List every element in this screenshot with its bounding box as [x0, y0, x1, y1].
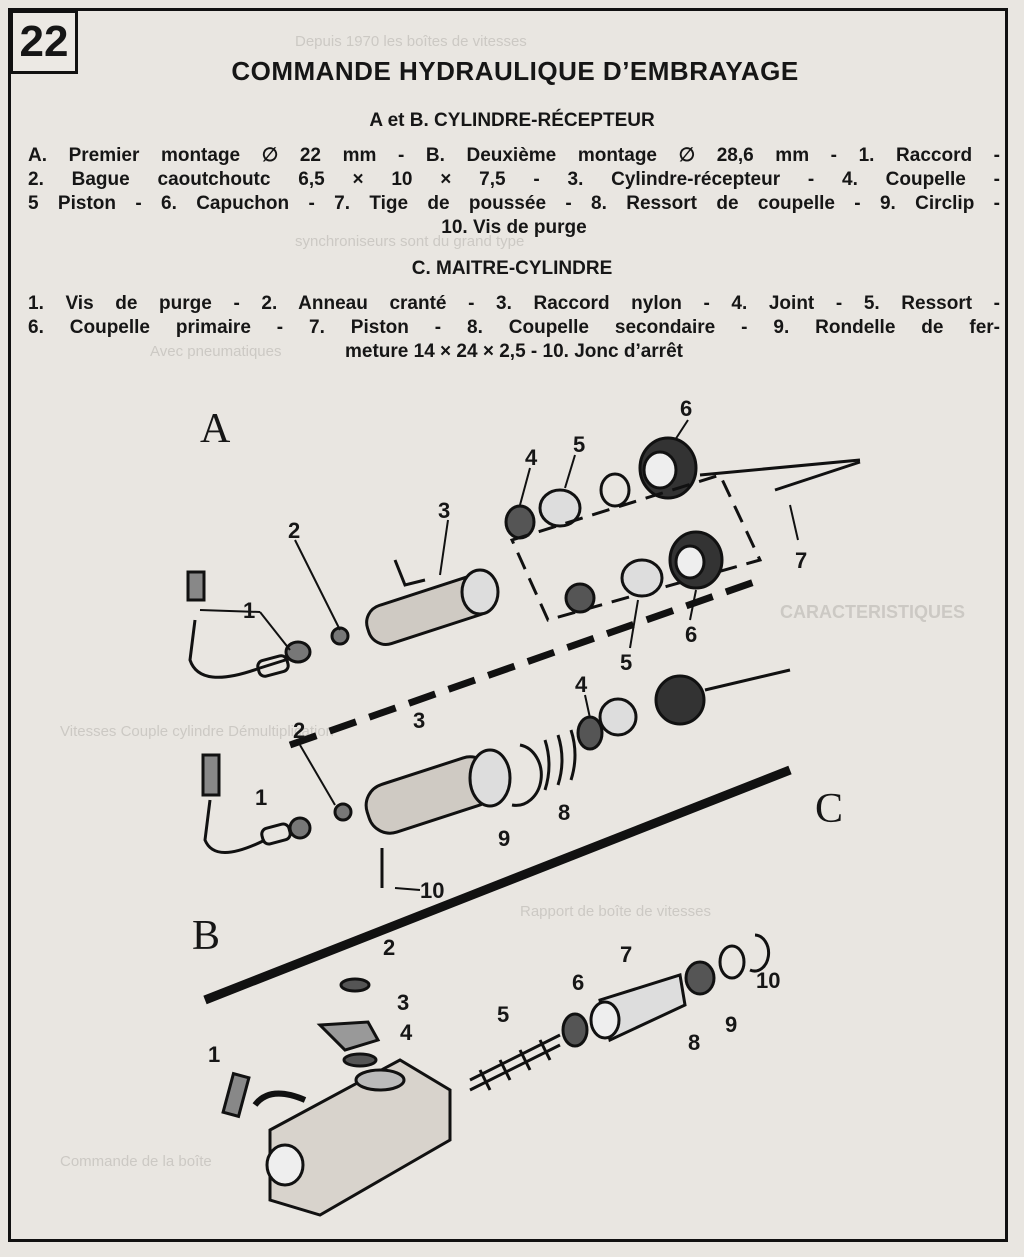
section-ab-heading: A et B. CYLINDRE-RÉCEPTEUR	[369, 110, 655, 131]
caption-line: 1. Vis de purge - 2. Anneau cranté - 3. …	[28, 293, 1000, 314]
spring-c-5	[469, 1033, 561, 1092]
bleed-fitting-a	[186, 570, 350, 679]
figure-title: COMMANDE HYDRAULIQUE D’EMBRAYAGE	[231, 56, 799, 86]
callout-c-6: 6	[572, 970, 585, 995]
caption-line: 6. Coupelle primaire - 7. Piston - 8. Co…	[28, 317, 1000, 338]
seal-c-4	[342, 1052, 378, 1068]
pushrod-b-7	[704, 668, 791, 692]
section-letter-a: A	[200, 406, 231, 452]
callout-a-3: 3	[438, 498, 451, 523]
section-letter-c: C	[815, 786, 844, 832]
ring-c-2	[339, 977, 371, 993]
callout-c-9: 9	[725, 1012, 738, 1037]
caption-line: 10. Vis de purge	[441, 217, 587, 238]
ghost-line: Avec pneumatiques	[150, 343, 282, 360]
spring-b-8	[543, 729, 577, 791]
master-cylinder-body	[265, 1058, 452, 1217]
callout-b-2: 2	[293, 718, 306, 743]
ghost-line: Vitesses Couple cylindre Démultiplicatio…	[60, 723, 335, 740]
ghost-line: synchroniseurs sont du grand type	[295, 233, 525, 250]
callout-a-7: 7	[795, 548, 808, 573]
callout-c-3: 3	[397, 990, 410, 1015]
callout-a-6b: 6	[685, 622, 698, 647]
ghost-line: Depuis 1970 les boîtes de vitesses	[295, 33, 527, 50]
callout-a-2: 2	[288, 518, 301, 543]
caption-line: 5 Piston - 6. Capuchon - 7. Tige de pous…	[28, 193, 1000, 214]
ring-a	[599, 472, 631, 508]
bleed-fitting-b	[201, 753, 384, 888]
callout-a-6: 6	[680, 396, 693, 421]
ghost-line: CARACTERISTIQUES	[780, 602, 966, 622]
callout-a-5: 5	[573, 432, 586, 457]
callout-c-1: 1	[208, 1042, 221, 1067]
arrow-c	[252, 1090, 307, 1107]
callout-b-1: 1	[255, 785, 268, 810]
cap-b-6	[654, 674, 706, 726]
section-letter-b: B	[192, 913, 221, 959]
washer-c-9	[718, 944, 746, 980]
callout-b-8: 8	[558, 800, 571, 825]
exploded-box-a	[509, 473, 763, 622]
callout-b-3: 3	[413, 708, 426, 733]
piston-a-5	[538, 488, 582, 528]
ghost-line: Commande de la boîte	[60, 1153, 212, 1170]
piston-b-5	[598, 697, 638, 737]
piston-c-7	[589, 973, 687, 1043]
callout-c-10: 10	[756, 968, 781, 993]
inner-cup-a	[564, 582, 596, 614]
section-c-heading: C. MAITRE-CYLINDRE	[411, 258, 613, 279]
callout-c-5: 5	[497, 1002, 510, 1027]
ghost-line: Rapport de boîte de vitesses	[520, 903, 711, 920]
cylinder-receiver-b	[364, 748, 512, 835]
callout-a-4: 4	[525, 445, 538, 470]
callout-a-1: 1	[243, 598, 256, 623]
cylinder-receiver-a	[365, 559, 500, 646]
callout-b-10: 10	[420, 878, 445, 903]
pushrod-a-7	[699, 458, 861, 492]
nylon-fitting-c-3	[316, 1020, 381, 1052]
cup-c-6	[561, 1012, 589, 1048]
caption-line: meture 14 × 24 × 2,5 - 10. Jonc d’arrêt	[345, 341, 683, 362]
callout-b-9: 9	[498, 826, 511, 851]
inner-piston-a	[620, 558, 664, 598]
figure-frame	[8, 8, 1008, 1242]
callout-c-7: 7	[620, 942, 633, 967]
caption-line: 2. Bague caoutchoutc 6,5 × 10 × 7,5 - 3.…	[28, 169, 1000, 190]
cup-a-4	[504, 504, 536, 540]
bleed-screw-c-1	[221, 1071, 251, 1119]
callout-b-4: 4	[575, 672, 588, 697]
ring-c-10	[749, 933, 771, 973]
inner-cap-a	[668, 530, 724, 590]
callout-c-2: 2	[383, 935, 396, 960]
cup-b-4	[576, 715, 604, 751]
circlip-b-9	[511, 743, 543, 807]
callout-c-8: 8	[688, 1030, 701, 1055]
cup-c-8	[684, 960, 716, 996]
callout-c-4: 4	[400, 1020, 413, 1045]
caption-line: A. Premier montage ∅ 22 mm - B. Deuxième…	[28, 145, 1000, 166]
callout-a-5b: 5	[620, 650, 633, 675]
figure-number-badge: 22	[10, 10, 78, 74]
cap-a-6	[638, 436, 698, 500]
